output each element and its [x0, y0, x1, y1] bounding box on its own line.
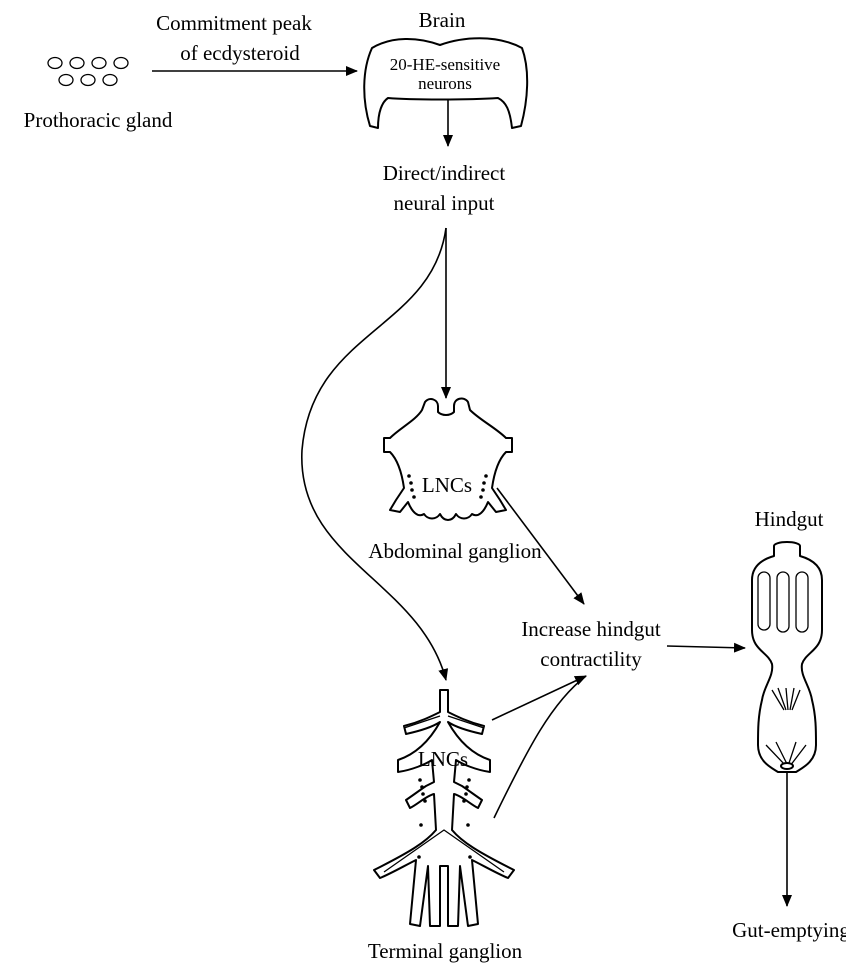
increase-contractility-label-line1: Increase hindgut — [521, 617, 661, 641]
increase-contractility-label-line2: contractility — [540, 647, 642, 671]
neural-input-label-line2: neural input — [394, 191, 495, 215]
prothoracic-gland-label: Prothoracic gland — [24, 108, 173, 132]
arrow-to-hindgut — [667, 646, 745, 648]
terminal-ganglion-label: Terminal ganglion — [368, 939, 523, 963]
hindgut-shape — [752, 542, 822, 772]
prothoracic-gland-cells — [48, 58, 128, 86]
hindgut-label: Hindgut — [755, 507, 824, 531]
brain-neurons-label-line1: 20-HE-sensitive — [390, 55, 500, 74]
commitment-peak-label-line2: of ecdysteroid — [180, 41, 300, 65]
brain-label: Brain — [419, 8, 466, 32]
abdominal-ganglion-shape — [384, 399, 512, 520]
arrow-terminal-upper-to-contractility — [492, 676, 586, 720]
brain-neurons-label-line2: neurons — [418, 74, 472, 93]
terminal-ganglion-shape — [374, 690, 514, 926]
terminal-lncs-label: LNCs — [418, 747, 468, 771]
gut-emptying-label: Gut-emptying — [732, 918, 846, 942]
neural-input-label-line1: Direct/indirect — [383, 161, 506, 185]
commitment-peak-label-line1: Commitment peak — [156, 11, 312, 35]
abdominal-ganglion-label: Abdominal ganglion — [368, 539, 542, 563]
abdominal-lncs-label: LNCs — [422, 473, 472, 497]
